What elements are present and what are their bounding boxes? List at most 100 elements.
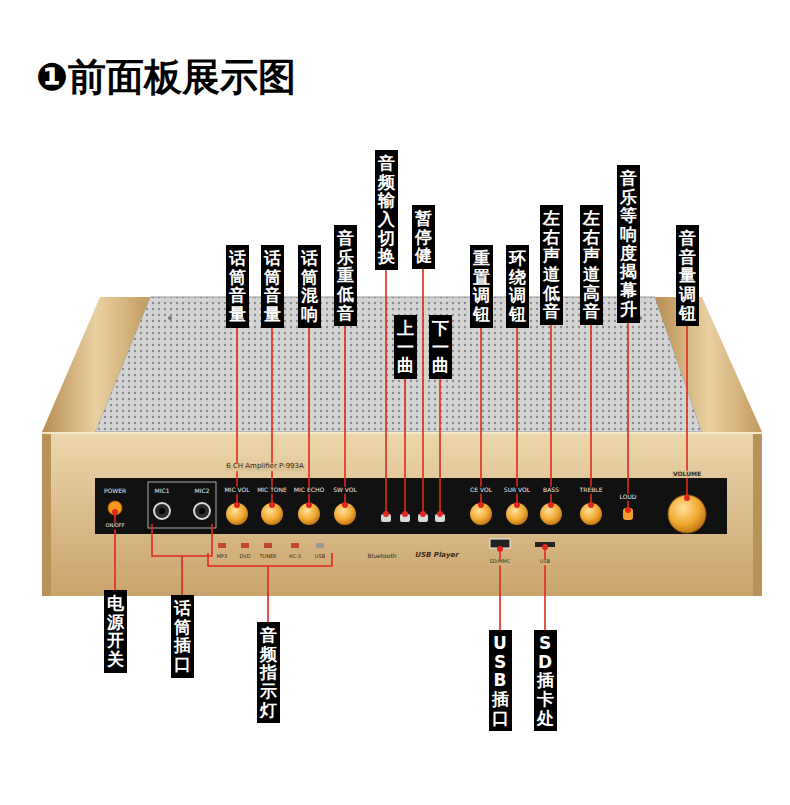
panel-label: MIC2: [194, 488, 211, 495]
panel-label: MP3: [216, 554, 229, 560]
leader-dot: [514, 502, 520, 508]
knob: [226, 503, 248, 525]
callout-text: 音乐重低音: [337, 229, 354, 322]
panel-label: SD/MMC: [489, 559, 512, 565]
leader-dot: [383, 511, 389, 517]
callout-box: 左右声道高音: [580, 205, 603, 325]
leader-dot: [306, 502, 312, 508]
knob: [334, 503, 356, 525]
callout-text: 暂停健: [415, 209, 432, 265]
callout-text: 左右声道高音: [583, 209, 600, 321]
right-rail: [655, 297, 762, 432]
callout-box: 音乐等响度揭幕升: [617, 165, 640, 323]
end-cap: [753, 432, 762, 596]
mic-jack-hole: [199, 508, 205, 514]
callout-text: 话筒音量: [264, 249, 281, 324]
front-panel: [42, 432, 762, 596]
panel-label: ON/OFF: [104, 523, 125, 529]
indicator-led: [316, 543, 324, 548]
knob: [580, 503, 602, 525]
callout-box: SD插卡处: [534, 630, 557, 731]
leader-bracket: [152, 524, 212, 605]
indicator-led: [241, 543, 249, 548]
callout-box: 音音量调钮: [676, 225, 699, 326]
callout-text: USB插口: [492, 634, 509, 727]
callout-box: 左右声道低音: [540, 205, 563, 325]
left-rail: [42, 297, 150, 432]
callout-box: 上一曲: [394, 315, 417, 379]
panel-label: MIC1: [154, 488, 171, 495]
callout-text: 音频指示灯: [260, 626, 277, 719]
leader-dot: [588, 502, 594, 508]
leader-dot: [234, 502, 240, 508]
leader-dot: [625, 507, 631, 513]
callout-box: 话筒音量: [261, 245, 284, 328]
panel-label: DVD: [238, 554, 251, 560]
panel-label: CE VOL: [469, 487, 493, 494]
panel-label: MIC VOL: [223, 487, 250, 494]
callout-text: 重置调钮: [473, 249, 490, 324]
mic-jack: [194, 503, 210, 519]
leader-bracket: [208, 553, 332, 632]
callout-text: 话筒插口: [174, 599, 191, 674]
knob: [470, 503, 492, 525]
callout-text: 话筒音量: [229, 249, 246, 324]
callout-box: 话筒插口: [171, 595, 194, 678]
leader-dot: [548, 502, 554, 508]
callout-box: 电源开关: [104, 590, 127, 673]
leader-dot: [112, 509, 118, 515]
indicator-led: [291, 543, 299, 548]
panel-label: VOLUME: [672, 471, 702, 478]
callout-text: 环绕调钮: [509, 249, 526, 324]
callout-text: 音频输入切换: [378, 154, 395, 266]
panel-label: Bluetooth: [366, 553, 397, 560]
knob: [298, 503, 320, 525]
callout-text: 音乐等响度揭幕升: [620, 169, 637, 319]
leader-dot: [402, 511, 408, 517]
leader-lines: [115, 160, 687, 640]
panel-label: SW VOL: [332, 487, 358, 494]
volume-knob: [668, 495, 706, 533]
screw: [168, 316, 172, 320]
panel-label: USB: [314, 554, 326, 560]
leader-dot: [342, 502, 348, 508]
knob: [261, 503, 283, 525]
title: ❶前面板展示图: [36, 52, 296, 103]
leader-dot: [684, 495, 690, 501]
callout-box: 音频输入切换: [375, 150, 398, 270]
mic-jack: [154, 503, 170, 519]
loud-button: [623, 508, 633, 520]
panel-label: TUNER: [258, 554, 277, 560]
callout-box: 下一曲: [429, 315, 452, 379]
bevel: [42, 432, 762, 434]
mic-jack-hole: [159, 508, 165, 514]
callout-box: 音频指示灯: [257, 622, 280, 723]
end-cap: [42, 432, 51, 596]
callout-text: SD插卡处: [537, 634, 554, 727]
panel-label: USB Player: [414, 552, 459, 560]
callout-text: 音音量调钮: [679, 229, 696, 322]
knob: [506, 503, 528, 525]
leader-dot: [420, 511, 426, 517]
leader-dot: [437, 511, 443, 517]
callout-box: 话筒音量: [226, 245, 249, 328]
control-strip: [95, 478, 727, 534]
leader-dot: [542, 544, 548, 550]
callout-text: 话筒混响: [301, 249, 318, 324]
panel-label: AC-3: [288, 554, 302, 560]
panel-label: TREBLE: [579, 487, 604, 494]
leader-dot: [269, 502, 275, 508]
callout-box: 重置调钮: [470, 245, 493, 328]
callout-box: 暂停健: [412, 205, 435, 269]
leader-dot: [478, 502, 484, 508]
panel-label: MIC TONE: [256, 487, 288, 494]
panel-label: 6 CH Amplifier P-993A: [225, 463, 305, 471]
top-cover: [95, 297, 702, 432]
leader-dot: [497, 546, 503, 552]
indicator-led: [264, 543, 272, 548]
callout-box: 环绕调钮: [506, 245, 529, 328]
panel-label: USB: [539, 559, 551, 565]
callout-box: 话筒混响: [298, 245, 321, 328]
